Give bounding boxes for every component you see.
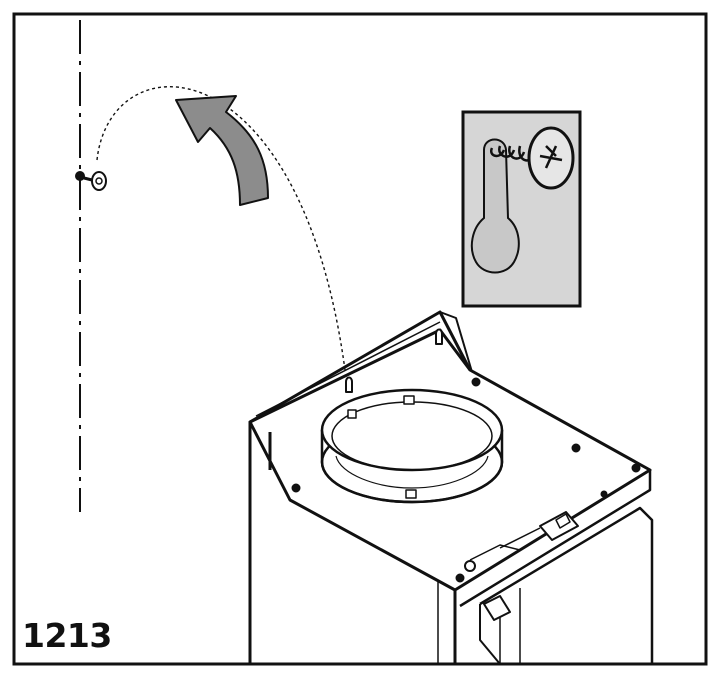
figure-frame [12, 12, 708, 666]
hood-left-side [248, 422, 272, 664]
figure-number: 1213 [22, 616, 112, 655]
keyhole-slot-icon [470, 138, 520, 274]
wall-screw-icon [75, 171, 107, 191]
lift-direction-arrow-icon [175, 95, 269, 206]
keyhole-detail-inset [461, 110, 582, 308]
duct-collar-ring [320, 388, 504, 504]
